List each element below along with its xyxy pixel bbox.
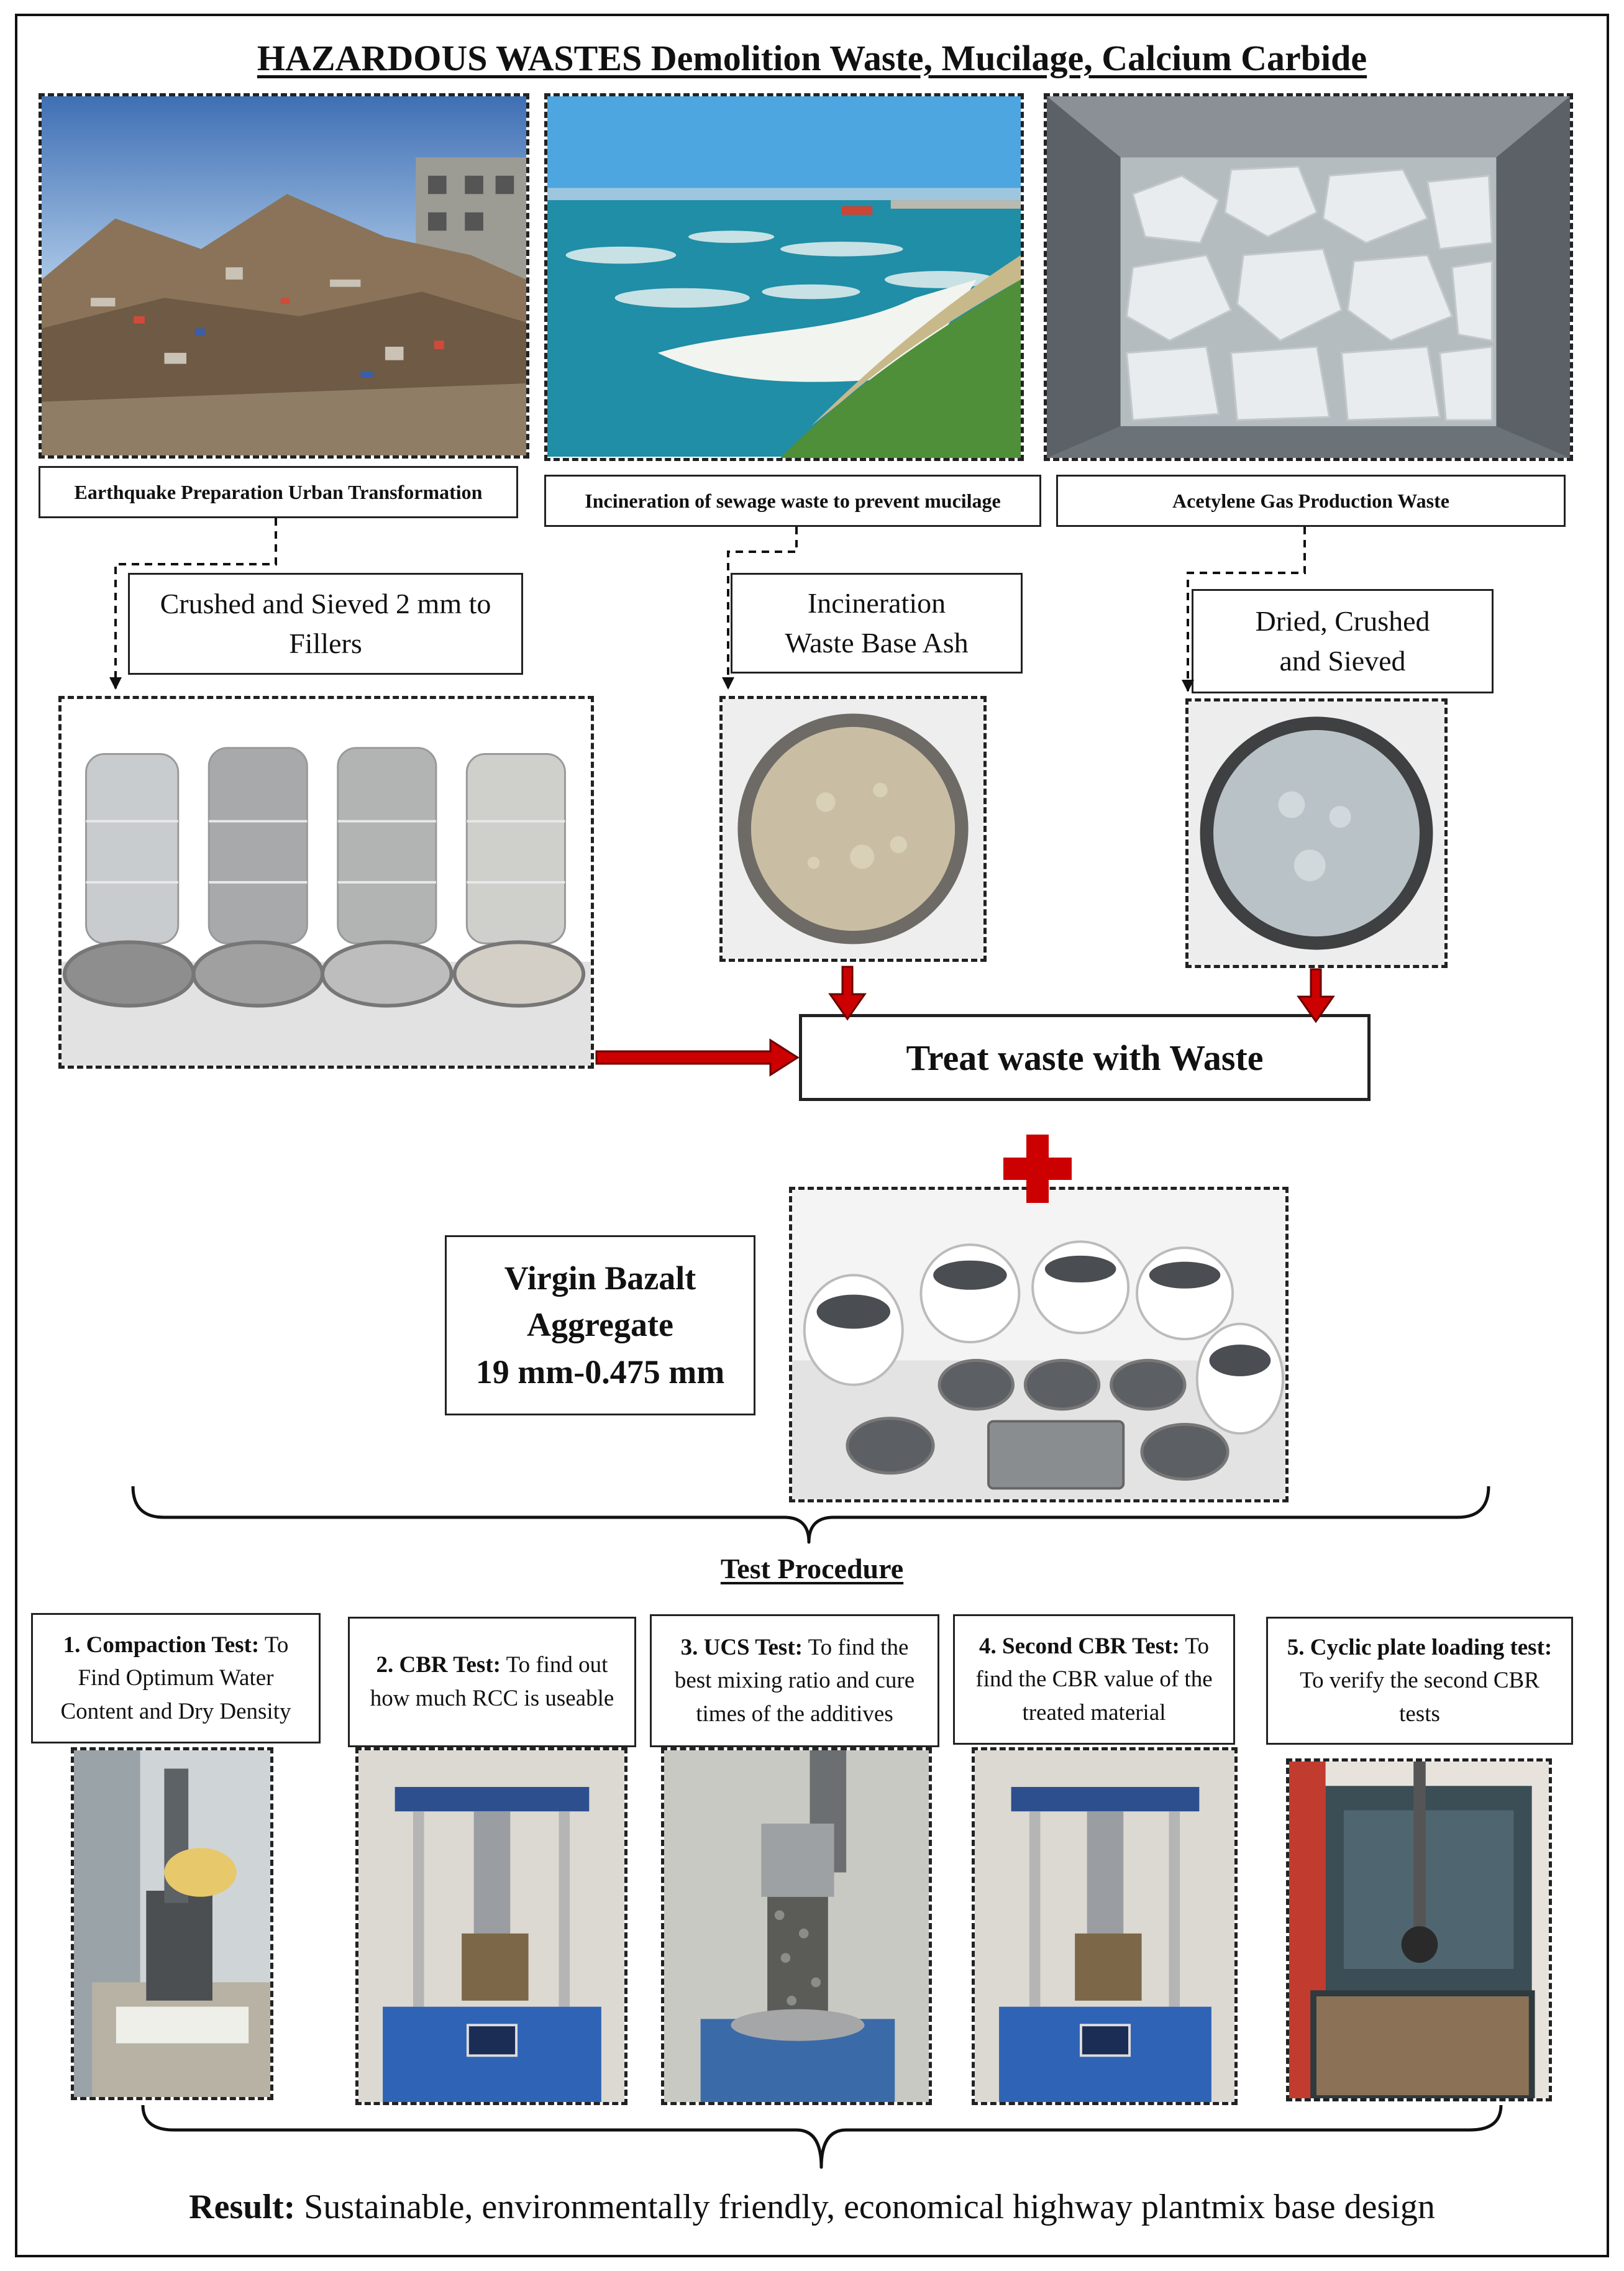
virgin-aggregate-box: Virgin Bazalt Aggregate 19 mm-0.475 mm xyxy=(445,1235,755,1415)
brace-top xyxy=(131,1486,1490,1544)
test-procedure-heading: Test Procedure xyxy=(720,1553,904,1584)
outer-frame xyxy=(15,14,1609,2257)
process-label-dried-line2: and Sieved xyxy=(1279,645,1406,677)
process-label-incineration-line1: Incineration xyxy=(807,587,946,619)
plus-icon xyxy=(1003,1135,1072,1203)
virgin-line3: 19 mm-0.475 mm xyxy=(475,1353,725,1391)
red-arrow-down-carbide xyxy=(1297,968,1335,1023)
connector-mucilage xyxy=(722,527,798,690)
test-2-text: To find out how much RCC is useable xyxy=(370,1652,614,1711)
source-label-demolition: Earthquake Preparation Urban Transformat… xyxy=(39,466,518,518)
result-text: Sustainable, environmentally friendly, e… xyxy=(304,2188,1435,2226)
connector-acetylene xyxy=(1182,527,1306,692)
demolition-waste-photo xyxy=(39,93,529,459)
test-box-3: 3. UCS Test: To find the best mixing rat… xyxy=(650,1614,939,1747)
calcium-carbide-photo xyxy=(1044,93,1573,461)
process-label-dried-line1: Dried, Crushed xyxy=(1255,605,1430,637)
test-1-content: 1. Compaction Test: To Find Optimum Wate… xyxy=(42,1629,310,1729)
process-label-dried: Dried, Crushed and Sieved xyxy=(1192,589,1494,693)
cyclic-plate-loading-photo xyxy=(1286,1758,1552,2101)
test-2-title: 2. CBR Test: xyxy=(376,1652,501,1678)
page-title: HAZARDOUS WASTES Demolition Waste, Mucil… xyxy=(257,38,1367,78)
compaction-test-photo xyxy=(71,1747,273,2100)
result-line: Result: Sustainable, environmentally fri… xyxy=(0,2187,1624,2227)
test-1-title: 1. Compaction Test: xyxy=(63,1632,260,1658)
source-label-mucilage: Incineration of sewage waste to prevent … xyxy=(544,475,1041,527)
test-4-text: To find the CBR value of the treated mat… xyxy=(975,1633,1213,1725)
test-box-1: 1. Compaction Test: To Find Optimum Wate… xyxy=(31,1613,321,1743)
ucs-test-photo xyxy=(661,1747,932,2105)
red-arrow-down-ash xyxy=(828,966,867,1021)
test-box-4: 4. Second CBR Test: To find the CBR valu… xyxy=(953,1614,1235,1745)
process-label-crushed: Crushed and Sieved 2 mm to Fillers xyxy=(128,573,523,675)
test-5-text: To verify the second CBR tests xyxy=(1300,1668,1540,1727)
second-cbr-test-photo xyxy=(972,1747,1238,2105)
test-box-2: 2. CBR Test: To find out how much RCC is… xyxy=(348,1617,636,1747)
treat-waste-box: Treat waste with Waste xyxy=(799,1014,1371,1101)
test-2-content: 2. CBR Test: To find out how much RCC is… xyxy=(358,1648,626,1715)
test-3-text: To find the best mixing ratio and cure t… xyxy=(674,1634,915,1727)
source-label-acetylene: Acetylene Gas Production Waste xyxy=(1056,475,1566,527)
process-label-incineration-line2: Waste Base Ash xyxy=(785,627,969,659)
test-3-title: 3. UCS Test: xyxy=(680,1634,803,1660)
virgin-line2: Aggregate xyxy=(527,1306,673,1344)
connector-demolition xyxy=(109,518,277,690)
test-5-title: 5. Cyclic plate loading test: xyxy=(1287,1634,1553,1660)
process-label-crushed-line2: Fillers xyxy=(289,628,362,659)
test-5-content: 5. Cyclic plate loading test: To verify … xyxy=(1277,1631,1562,1731)
bazalt-aggregate-photo xyxy=(789,1187,1289,1502)
test-1-text: To Find Optimum Water Content and Dry De… xyxy=(60,1632,291,1724)
result-label: Result: xyxy=(189,2188,296,2226)
red-arrow-right-fillers xyxy=(595,1038,800,1077)
mucilage-coast-photo xyxy=(544,93,1024,461)
brace-bottom xyxy=(141,2104,1503,2169)
test-4-content: 4. Second CBR Test: To find the CBR valu… xyxy=(964,1630,1225,1730)
sieved-fillers-photo xyxy=(58,696,594,1069)
carbide-powder-photo xyxy=(1185,698,1448,968)
test-3-content: 3. UCS Test: To find the best mixing rat… xyxy=(660,1631,929,1731)
process-label-crushed-line1: Crushed and Sieved 2 mm to xyxy=(160,587,491,619)
virgin-line1: Virgin Bazalt xyxy=(504,1259,696,1297)
cbr-test-photo xyxy=(355,1747,627,2105)
process-label-incineration: Incineration Waste Base Ash xyxy=(731,573,1023,674)
base-ash-photo xyxy=(719,696,987,962)
test-4-title: 4. Second CBR Test: xyxy=(979,1633,1180,1659)
test-box-5: 5. Cyclic plate loading test: To verify … xyxy=(1266,1617,1573,1745)
